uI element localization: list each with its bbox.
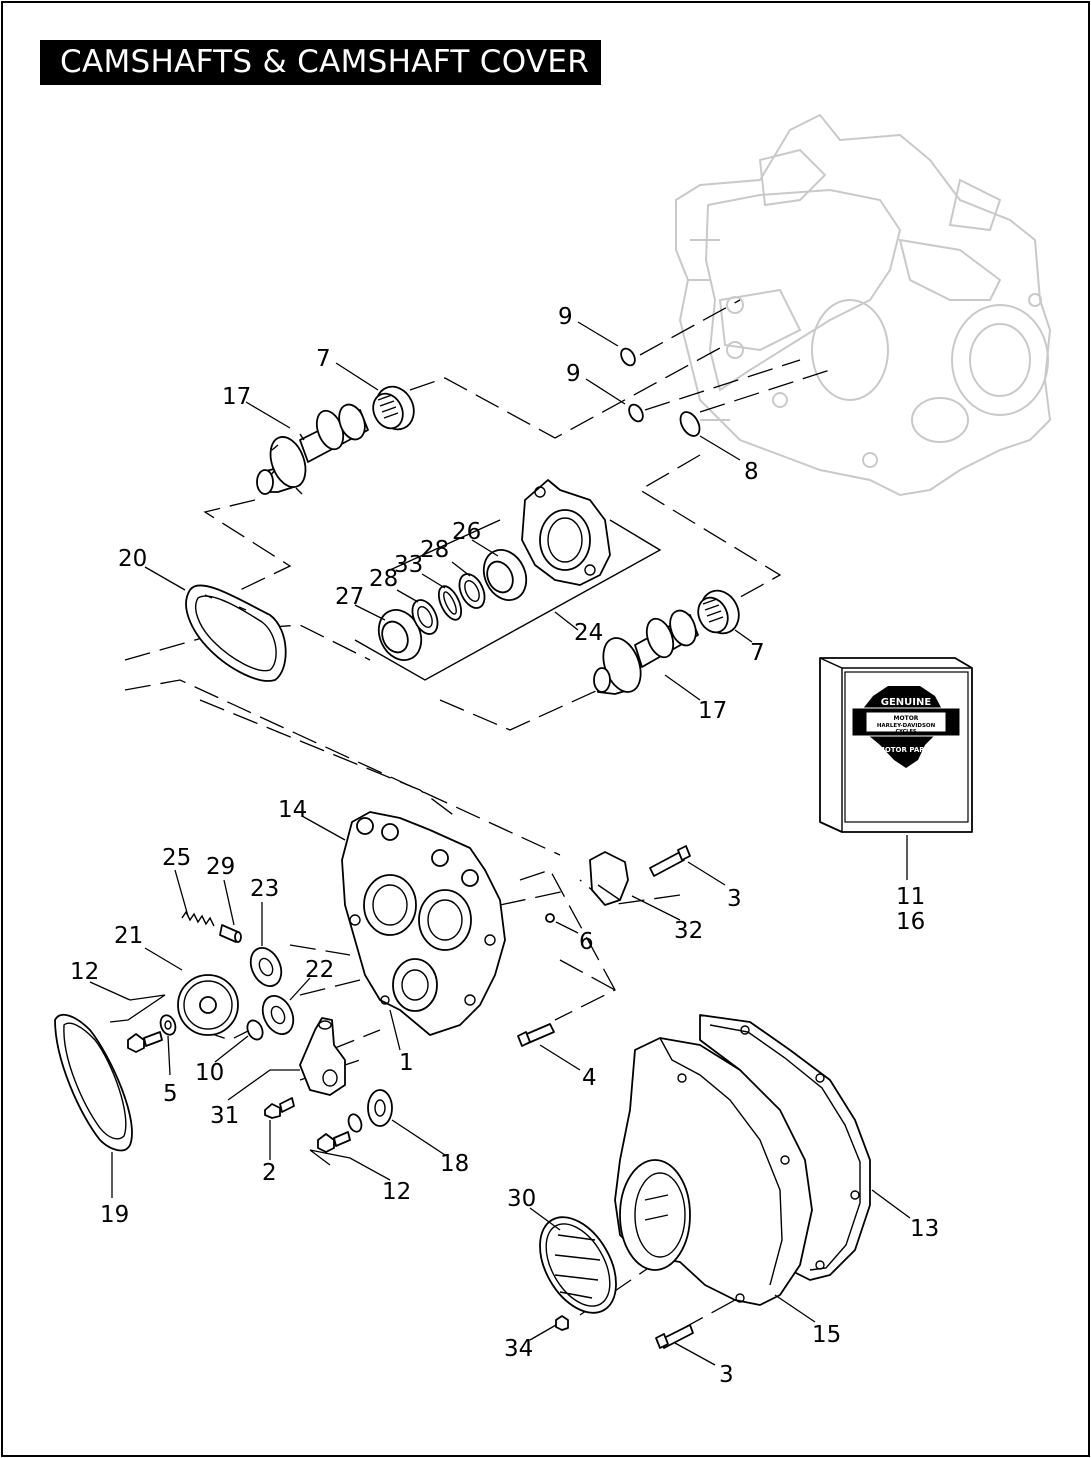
washer-lower xyxy=(347,1113,363,1133)
bearing-7-upper xyxy=(372,385,415,431)
o-ring-9-lower xyxy=(628,403,644,423)
callout-21: 21 xyxy=(114,923,143,949)
callout-34: 34 xyxy=(504,1336,533,1362)
callout-12-upper: 12 xyxy=(70,959,99,985)
callout-32: 32 xyxy=(674,918,703,944)
cam-cover-15 xyxy=(614,1037,813,1306)
callout-28-upper: 28 xyxy=(420,537,449,563)
bolt-12-lower xyxy=(317,1131,351,1153)
logo-motor-parts-text: MOTOR PARTS xyxy=(878,746,934,754)
bearing-26 xyxy=(482,549,528,601)
camshaft-17-lower xyxy=(593,609,699,695)
callout-16: 16 xyxy=(896,909,925,935)
callout-17-upper: 17 xyxy=(222,384,251,410)
cam-support-plate-14 xyxy=(341,811,506,1036)
callout-6: 6 xyxy=(579,929,594,955)
callout-30: 30 xyxy=(507,1186,536,1212)
sprocket-18 xyxy=(367,1089,393,1127)
callout-8: 8 xyxy=(744,459,759,485)
sprocket-21 xyxy=(177,974,239,1036)
callout-33: 33 xyxy=(394,552,423,578)
callout-15: 15 xyxy=(812,1322,841,1348)
callout-18: 18 xyxy=(440,1151,469,1177)
callout-9-lower: 9 xyxy=(566,361,581,387)
parts-kit-box: GENUINE MOTOR HARLEY-DAVIDSON CYCLES MOT… xyxy=(819,657,973,833)
logo-genuine-text: GENUINE xyxy=(881,697,932,708)
callout-5: 5 xyxy=(163,1081,178,1107)
callout-31: 31 xyxy=(210,1103,239,1129)
callout-9-upper: 9 xyxy=(558,304,573,330)
bolt-12-upper xyxy=(127,1031,163,1053)
callout-4: 4 xyxy=(582,1065,597,1091)
callout-numbers: 9 9 7 17 8 26 28 33 28 27 20 24 7 17 11 … xyxy=(70,304,939,1388)
callout-7-lower: 7 xyxy=(750,640,765,666)
callout-11: 11 xyxy=(896,884,925,910)
support-housing-24 xyxy=(521,479,611,586)
callout-2: 2 xyxy=(262,1160,277,1186)
genuine-logo: GENUINE MOTOR HARLEY-DAVIDSON CYCLES MOT… xyxy=(851,686,961,768)
washer-23 xyxy=(249,947,283,987)
callout-27: 27 xyxy=(335,584,364,610)
assembly-lines xyxy=(124,299,831,1331)
callout-12-lower: 12 xyxy=(382,1179,411,1205)
callout-3-upper: 3 xyxy=(727,886,742,912)
screw-2 xyxy=(264,1097,295,1119)
callout-1: 1 xyxy=(399,1050,414,1076)
callout-25: 25 xyxy=(162,845,191,871)
washer-5 xyxy=(159,1014,177,1036)
callout-28-lower: 28 xyxy=(369,566,398,592)
callout-3-lower: 3 xyxy=(719,1362,734,1388)
callout-17-lower: 17 xyxy=(698,698,727,724)
camshaft-17-upper xyxy=(256,403,369,495)
dowel-6 xyxy=(545,913,555,923)
o-ring-9-upper xyxy=(620,347,636,367)
callout-24: 24 xyxy=(574,620,603,646)
crankcase-ghost xyxy=(675,113,1052,497)
washer-28-left xyxy=(411,599,439,635)
callout-22: 22 xyxy=(305,957,334,983)
diagram-title: CAMSHAFTS & CAMSHAFT COVER xyxy=(40,40,601,85)
retaining-ring-10 xyxy=(246,1019,264,1041)
callout-20: 20 xyxy=(118,546,147,572)
chain-guide-32 xyxy=(589,851,629,906)
chain-20 xyxy=(185,584,287,682)
plunger-29 xyxy=(219,924,242,943)
callout-7-upper: 7 xyxy=(316,346,331,372)
leader-lines xyxy=(89,321,911,1366)
bolt-3-lower xyxy=(655,1324,694,1349)
washer-28-right xyxy=(458,573,486,609)
housing-outline-box xyxy=(354,519,662,681)
callout-19: 19 xyxy=(100,1202,129,1228)
timer-cover-30 xyxy=(539,1216,617,1314)
logo-motor-text: MOTOR xyxy=(894,715,919,722)
chain-19 xyxy=(54,1013,133,1152)
bearing-27 xyxy=(377,609,423,661)
tensioner-31 xyxy=(299,1017,346,1096)
o-ring-8 xyxy=(679,411,701,437)
callout-10: 10 xyxy=(195,1060,224,1086)
bolt-3-upper xyxy=(649,845,691,877)
logo-cycles-text: CYCLES xyxy=(896,729,917,735)
washer-22 xyxy=(261,995,295,1035)
callout-29: 29 xyxy=(206,854,235,880)
bearing-7-lower xyxy=(697,589,740,635)
screw-34 xyxy=(555,1315,569,1331)
callout-13: 13 xyxy=(910,1216,939,1242)
callout-26: 26 xyxy=(452,519,481,545)
callout-23: 23 xyxy=(250,876,279,902)
callout-14: 14 xyxy=(278,797,307,823)
logo-hd-text: HARLEY-DAVIDSON xyxy=(877,723,936,729)
bolt-4 xyxy=(517,1023,555,1047)
